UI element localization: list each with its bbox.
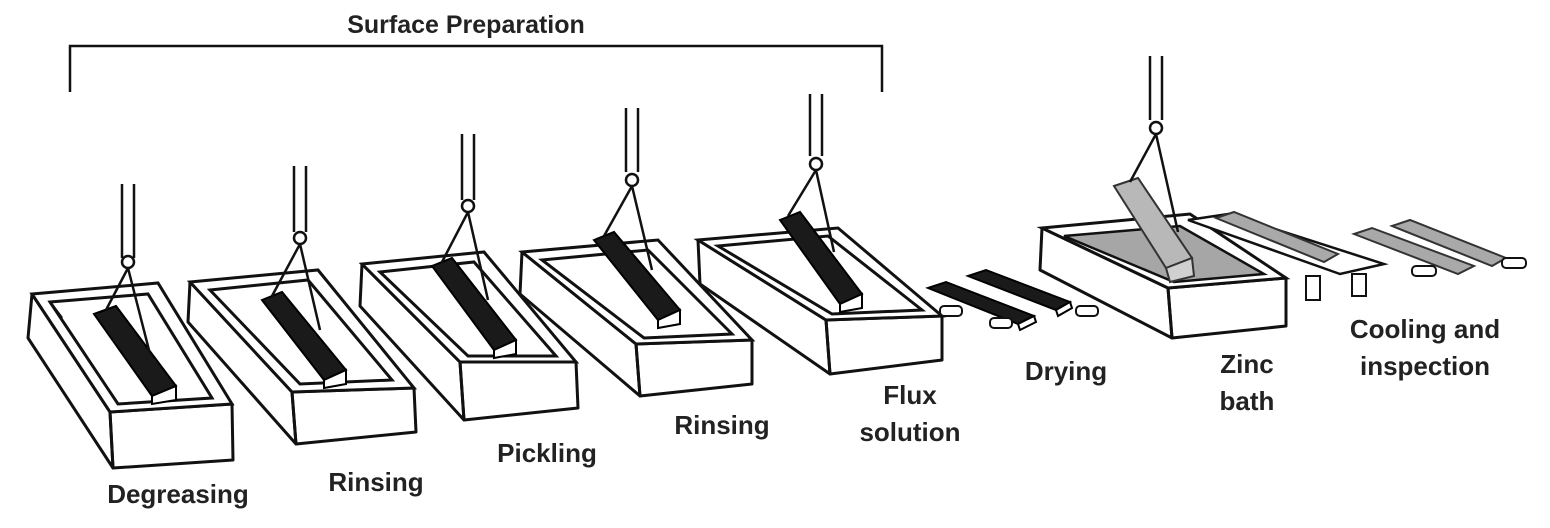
label-flux-line1: Flux — [883, 380, 937, 410]
surface-preparation-title: Surface Preparation — [347, 11, 585, 39]
drying-beams — [925, 268, 1099, 332]
label-rinsing-2: Rinsing — [674, 410, 769, 440]
label-cooling-line1: Cooling and — [1350, 314, 1500, 344]
pickling-tank-front — [458, 360, 580, 422]
rinsing-tank-2-front — [634, 338, 754, 398]
label-cooling-line2: inspection — [1360, 351, 1490, 381]
degreasing-tank-front — [108, 402, 235, 470]
rinsing-tank-1-front — [290, 386, 418, 446]
label-pickling: Pickling — [497, 438, 597, 468]
label-degreasing: Degreasing — [107, 479, 249, 509]
rinsing-tank-1 — [186, 166, 418, 446]
cooling-rack — [1187, 210, 1527, 301]
label-zinc-line1: Zinc — [1220, 349, 1273, 379]
pickling-tank — [358, 134, 580, 422]
label-flux-line2: solution — [859, 417, 960, 447]
surface-preparation-bracket — [68, 44, 884, 92]
label-drying: Drying — [1025, 356, 1107, 386]
label-rinsing-1: Rinsing — [328, 467, 423, 497]
flux-tank — [693, 94, 946, 376]
degreasing-tank — [26, 184, 235, 470]
zinc-bath-tank — [1036, 56, 1291, 340]
label-zinc-line2: bath — [1220, 386, 1275, 416]
flux-tank-front — [824, 314, 944, 376]
rinsing-tank-2 — [518, 108, 756, 398]
